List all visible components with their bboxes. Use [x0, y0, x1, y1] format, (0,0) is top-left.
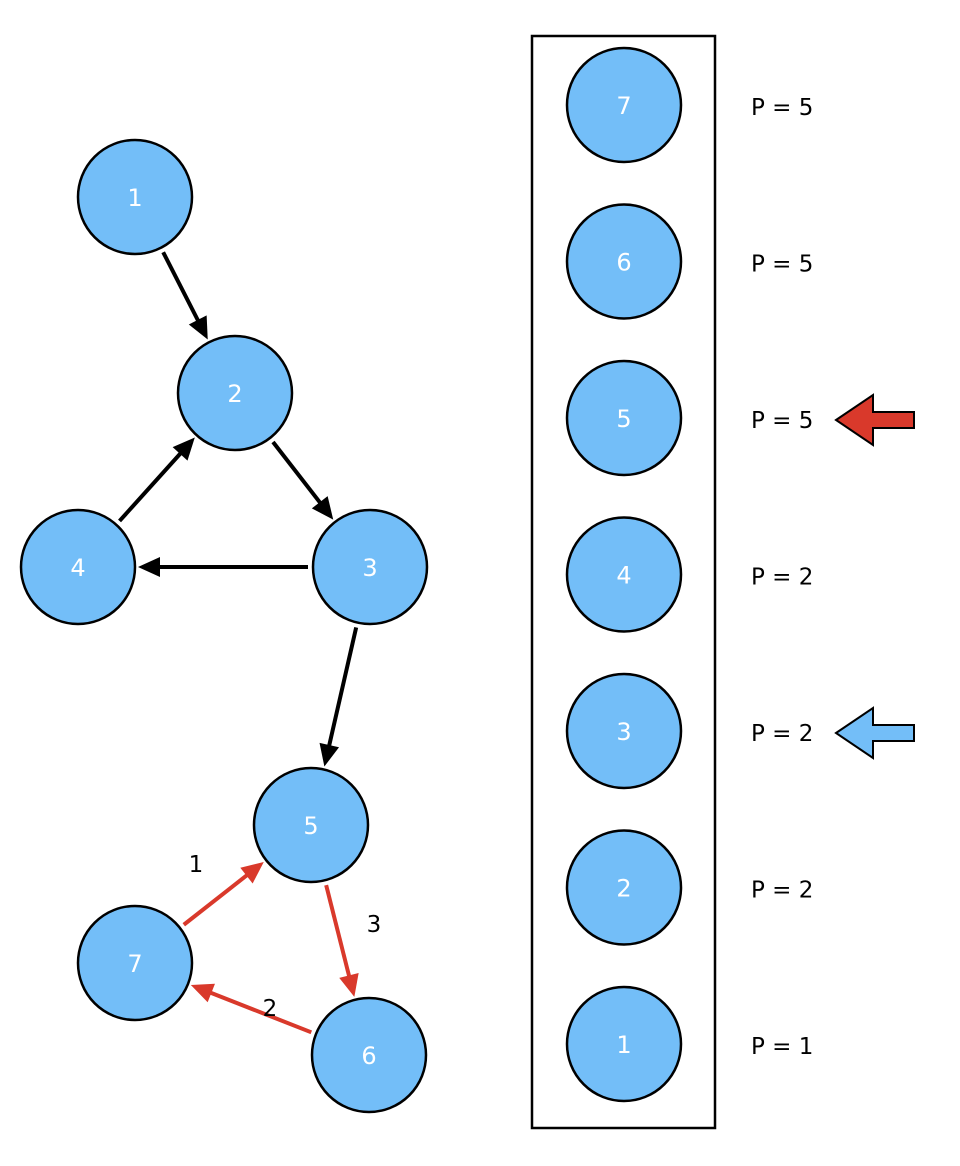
priority-label: P = 2: [751, 878, 813, 904]
graph-node-4: 4: [19, 508, 137, 626]
edge-4-to-2: [118, 437, 195, 523]
graph-node-2: 2: [176, 334, 294, 452]
stack-node-label: 4: [616, 562, 631, 590]
graph-nodes: 1 2 3 4 5 6 7: [19, 138, 429, 1114]
stack-node-circle: [565, 46, 683, 164]
node-circle: [19, 508, 137, 626]
edge-7-to-5: 1: [182, 852, 264, 927]
edge-line: [324, 884, 352, 978]
stack-node-circle: [565, 516, 683, 633]
arrowhead-icon: [319, 742, 340, 767]
stack-item-1: 1 P = 1: [565, 985, 813, 1103]
priority-label: P = 5: [751, 95, 813, 121]
stack-node-label: 2: [616, 875, 631, 903]
stack-item-6: 6 P = 5: [565, 203, 813, 320]
node-circle: [76, 904, 194, 1022]
node-label: 1: [127, 184, 142, 212]
node-label: 4: [70, 554, 85, 582]
stack-node-circle: [565, 203, 683, 320]
stack-node-label: 1: [616, 1031, 631, 1059]
node-label: 3: [362, 554, 377, 582]
stack-item-4: 4 P = 2: [565, 516, 813, 633]
edge-line: [118, 451, 183, 523]
stack-node-label: 5: [616, 405, 631, 433]
node-label: 5: [303, 812, 318, 840]
graph-node-7: 7: [76, 904, 194, 1022]
priority-label: P = 5: [751, 408, 813, 434]
arrowhead-icon: [172, 437, 195, 461]
arrowhead-icon: [188, 315, 208, 340]
pointer-arrow-red-icon: [834, 393, 915, 447]
edge-6-to-7: 2: [190, 983, 313, 1035]
node-label: 2: [227, 380, 242, 408]
stack-node-label: 7: [616, 92, 631, 120]
node-circle: [176, 334, 294, 452]
priority-label: P = 1: [751, 1034, 813, 1060]
pointer-arrow-blue-icon: [834, 706, 915, 760]
edge-weight-label: 1: [189, 852, 204, 878]
edge-5-to-6: 3: [324, 884, 382, 997]
stack-node-label: 3: [616, 718, 631, 746]
stack-item-7: 7 P = 5: [565, 46, 813, 164]
stack-node-circle: [565, 829, 683, 946]
graph-node-6: 6: [310, 996, 428, 1114]
graph-node-3: 3: [311, 508, 429, 626]
node-label: 6: [361, 1042, 376, 1070]
graph-edges: 1 2 3: [118, 251, 382, 1035]
node-circle: [76, 138, 194, 256]
edge-1-to-2: [161, 251, 208, 340]
node-circle: [310, 996, 428, 1114]
stack-item-3: 3 P = 2: [565, 672, 915, 790]
arrowhead-icon: [311, 496, 334, 520]
priority-label: P = 5: [751, 252, 813, 278]
edge-line: [271, 440, 323, 506]
stack-node-circle: [565, 985, 683, 1103]
edge-weight-label: 3: [367, 912, 382, 938]
stack-items: 7 P = 5 6 P = 5 5 P = 5 4 P = 2 3 P = 2 2 P = 2 1 P =…: [565, 46, 915, 1103]
stack-container: [530, 34, 717, 1130]
graph-node-1: 1: [76, 138, 194, 256]
stack-item-2: 2 P = 2: [565, 829, 813, 946]
edge-2-to-3: [271, 440, 334, 520]
edge-line: [161, 251, 201, 323]
priority-label: P = 2: [751, 565, 813, 591]
node-label: 7: [127, 950, 142, 978]
edge-3-to-4: [138, 557, 308, 577]
arrowhead-icon: [190, 983, 215, 1003]
graph-node-5: 5: [252, 766, 370, 884]
edge-line: [182, 872, 250, 927]
node-circle: [252, 766, 370, 884]
priority-label: P = 2: [751, 721, 813, 747]
arrowhead-icon: [138, 557, 160, 577]
edge-3-to-5: [319, 626, 359, 767]
arrowhead-icon: [240, 862, 264, 884]
stack-node-circle: [565, 672, 683, 790]
stack-node-label: 6: [616, 249, 631, 277]
stack-item-5: 5 P = 5: [565, 359, 915, 477]
edge-line: [326, 626, 359, 748]
edge-weight-label: 2: [263, 996, 278, 1022]
stack-node-circle: [565, 359, 683, 477]
arrowhead-icon: [339, 973, 359, 997]
node-circle: [311, 508, 429, 626]
edge-line: [208, 990, 313, 1035]
